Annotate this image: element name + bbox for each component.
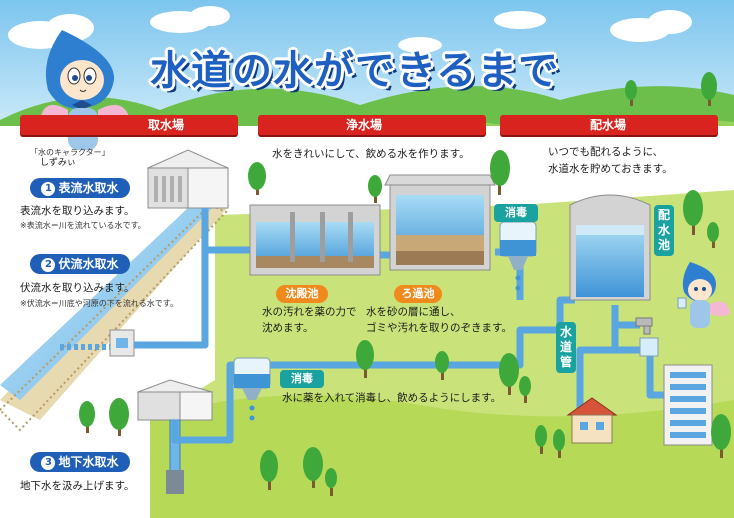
subsurface-intake-title: 伏流水取水	[58, 257, 118, 271]
purification-intro: 水をきれいにして、飲める水を作ります。	[272, 148, 470, 161]
subsurface-intake-note: ※伏流水＝川底や河原の下を流れる水です。	[20, 299, 178, 309]
intake-box-middle	[110, 330, 134, 356]
reservoir-tag: 配水池	[654, 205, 674, 256]
step-number-3: 3	[41, 456, 55, 470]
section-label-intake: 取水場	[148, 115, 184, 135]
mascot-caption: 「水のキャラクター」	[30, 148, 110, 158]
sedimentation-tag: 沈殿池	[276, 285, 328, 303]
apartment-building	[664, 365, 712, 445]
surface-intake-note: ※表流水＝川を流れている水です。	[20, 221, 146, 231]
water-pipe-tag: 水道管	[556, 322, 576, 373]
disinfection-desc: 水に薬を入れて消毒し、飲めるようにします。	[282, 392, 501, 405]
surface-intake-desc: 表流水を取り込みます。	[20, 205, 134, 218]
surface-intake-title: 表流水取水	[58, 181, 118, 195]
step-number-2: 2	[41, 258, 55, 272]
mascot-name: しずみぃ	[40, 158, 76, 169]
groundwater-intake-title: 地下水取水	[58, 455, 118, 469]
reservoir-tank	[570, 195, 650, 300]
filtration-desc-1: 水を砂の層に通し、	[366, 306, 461, 319]
section-label-purification: 浄水場	[346, 115, 382, 135]
ground-lower	[150, 395, 734, 518]
disinfection-tag-bottom: 消毒	[280, 370, 324, 388]
step-number-1: 1	[41, 182, 55, 196]
sedimentation-desc-1: 水の汚れを薬の力で	[262, 306, 357, 319]
filtration-desc-2: ゴミや汚れを取りのぞきます。	[366, 322, 512, 335]
section-banner-intake: 取水場	[20, 115, 238, 135]
groundwater-intake-desc: 地下水を汲み上げます。	[20, 480, 134, 493]
distribution-desc-1: いつでも配れるように、	[548, 146, 663, 159]
section-banner-purification: 浄水場	[258, 115, 486, 135]
section-banner-distribution: 配水場	[500, 115, 718, 135]
subsurface-intake-desc: 伏流水を取り込みます。	[20, 282, 134, 295]
filtration-basin	[385, 175, 495, 270]
disinfection-tag-top: 消毒	[494, 204, 538, 222]
distribution-desc-2: 水道水を貯めておきます。	[548, 163, 673, 176]
filtration-tag: ろ過池	[394, 285, 442, 303]
sedimentation-desc-2: 沈めます。	[262, 322, 313, 335]
page-title: 水道の水ができるまで	[150, 38, 559, 96]
sedimentation-basin	[250, 205, 380, 275]
section-label-distribution: 配水場	[590, 115, 626, 135]
